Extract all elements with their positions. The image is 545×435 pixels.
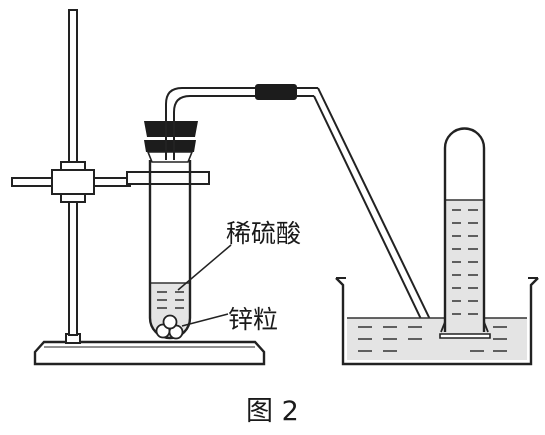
iron-stand [11,9,266,366]
delivery-tube [165,84,471,356]
zinc-granules [155,314,184,340]
zinc-pointer-line [181,313,229,327]
figure-caption: 图 2 [246,396,299,427]
acid-label: 稀硫酸 [226,219,301,248]
zinc-label: 锌粒 [228,305,278,334]
boss-head [51,161,95,203]
water-trough [335,277,539,366]
label-pointers [177,244,232,327]
rubber-stopper [144,121,198,163]
stand-base [33,340,266,366]
rubber-connector [255,84,297,100]
collection-tube [439,127,491,339]
acid-pointer-line [177,244,232,291]
collection-tube-water [445,200,484,332]
tube-clamp [126,171,210,185]
test-tube [144,121,198,340]
